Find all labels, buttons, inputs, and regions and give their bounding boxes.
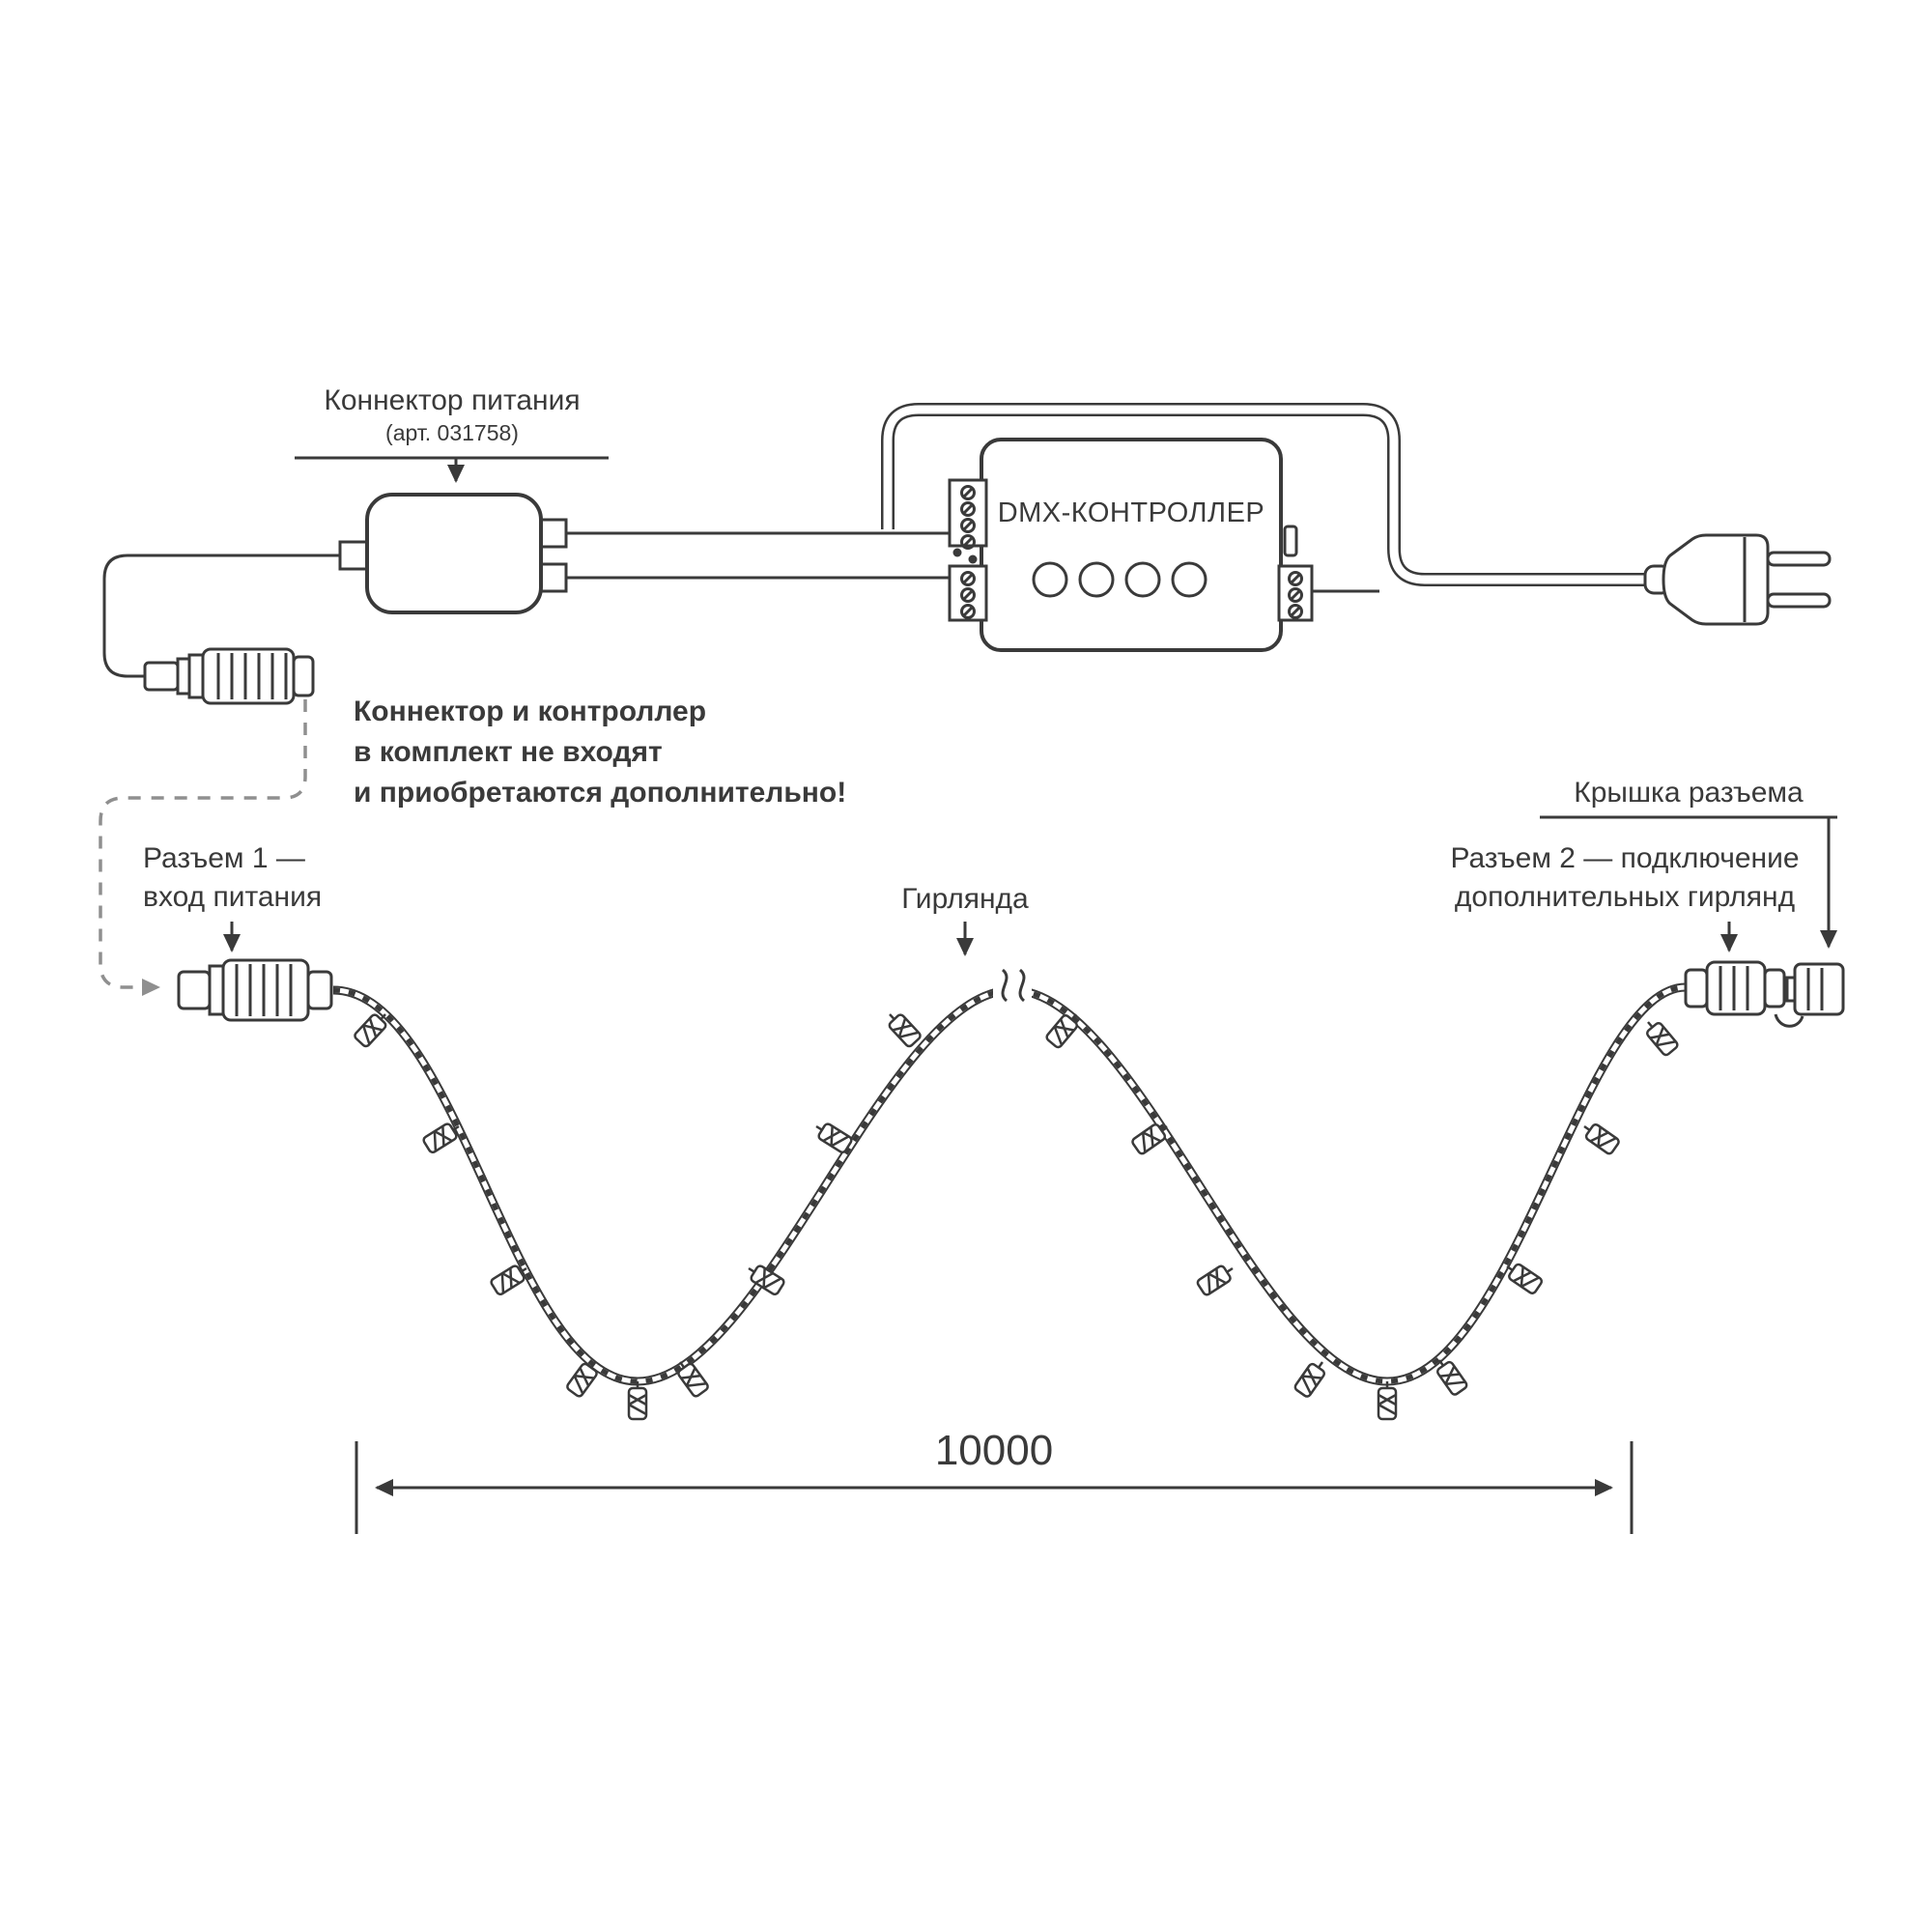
connector2-ribs bbox=[1719, 966, 1749, 1010]
instructions-note: Коннектор и контроллер в комплект не вхо… bbox=[354, 696, 846, 809]
power-connector-box bbox=[338, 493, 568, 614]
low-voltage-wires bbox=[566, 531, 952, 580]
power-connector-label: Коннектор питания bbox=[324, 384, 580, 416]
garland-label: Гирлянда bbox=[901, 883, 1029, 915]
mains-plug bbox=[1643, 533, 1832, 626]
cap-label-group: Крышка разъема bbox=[1540, 777, 1837, 949]
controller-side-slot bbox=[1283, 525, 1298, 557]
connector1-ribs bbox=[235, 964, 293, 1016]
wire-break-mark bbox=[993, 968, 1032, 1009]
output-connector bbox=[143, 647, 315, 705]
cap-label: Крышка разъема bbox=[1574, 777, 1804, 809]
connector2-label-line1: Разъем 2 — подключение bbox=[1450, 842, 1799, 874]
connector-right-stub-bottom bbox=[537, 562, 568, 593]
plug-pin-top bbox=[1766, 551, 1832, 567]
mains-cable-loop bbox=[881, 403, 1647, 586]
lamp-icon bbox=[1639, 1014, 1681, 1058]
note-line-3: и приобретаются дополнительно! bbox=[354, 777, 846, 809]
connector-right-stub-top bbox=[537, 518, 568, 549]
terminal-block-right bbox=[1277, 564, 1314, 622]
connector-ribs bbox=[216, 653, 288, 699]
output-wire bbox=[102, 554, 340, 678]
indicator-dot-1 bbox=[952, 548, 962, 557]
terminal-block-left-bottom bbox=[948, 564, 988, 622]
terminal-block-left-top bbox=[948, 478, 988, 550]
controller-label: DMX-КОНТРОЛЛЕР bbox=[998, 497, 1265, 528]
note-line-1: Коннектор и контроллер bbox=[354, 696, 706, 727]
connector1-label-line1: Разъем 1 — bbox=[143, 842, 305, 874]
connector2-label-line2: дополнительных гирлянд bbox=[1455, 881, 1795, 913]
lamp-icon bbox=[1043, 1007, 1085, 1050]
lamp-icon bbox=[1129, 1118, 1174, 1156]
dmx-controller: DMX-КОНТРОЛЛЕР bbox=[948, 438, 1379, 652]
power-connector-label-group: Коннектор питания (арт. 031758) bbox=[295, 384, 609, 483]
controller-body bbox=[980, 438, 1283, 652]
connector2-label-group: Разъем 2 — подключение дополнительных ги… bbox=[1450, 842, 1800, 952]
dimension-group: 10000 bbox=[355, 1427, 1634, 1534]
indicator-dot-2 bbox=[968, 554, 978, 564]
lamp-icon bbox=[882, 1007, 923, 1049]
garland-connector-1 bbox=[177, 958, 333, 1022]
note-line-2: в комплект не входят bbox=[354, 736, 663, 768]
controller-buttons bbox=[1032, 561, 1208, 598]
garland-label-group: Гирлянда bbox=[901, 883, 1029, 956]
plug-body bbox=[1662, 533, 1770, 626]
dashed-guide-line bbox=[99, 699, 307, 996]
connector-left-stub bbox=[338, 540, 369, 571]
lamp-icon bbox=[1195, 1260, 1239, 1298]
lamp-icon bbox=[627, 1379, 648, 1421]
lamp-icon bbox=[1293, 1355, 1331, 1400]
lamp-icon bbox=[671, 1355, 711, 1400]
connector1-label-line2: вход питания bbox=[143, 881, 322, 913]
garland-wire bbox=[332, 982, 1687, 1386]
cap-tether bbox=[1774, 1013, 1804, 1028]
plug-pin-bottom bbox=[1766, 592, 1832, 609]
garland-connector-2 bbox=[1684, 960, 1845, 1028]
connector-cap bbox=[1785, 962, 1845, 1016]
connector1-label-group: Разъем 1 — вход питания bbox=[143, 842, 322, 952]
garland-lamps bbox=[352, 1007, 1681, 1421]
lamp-icon bbox=[810, 1118, 855, 1155]
power-connector-article: (арт. 031758) bbox=[385, 420, 519, 445]
dimension-value: 10000 bbox=[935, 1427, 1053, 1474]
connector-body bbox=[365, 493, 543, 614]
lamp-icon bbox=[1577, 1118, 1622, 1156]
lamp-icon bbox=[1377, 1379, 1398, 1421]
